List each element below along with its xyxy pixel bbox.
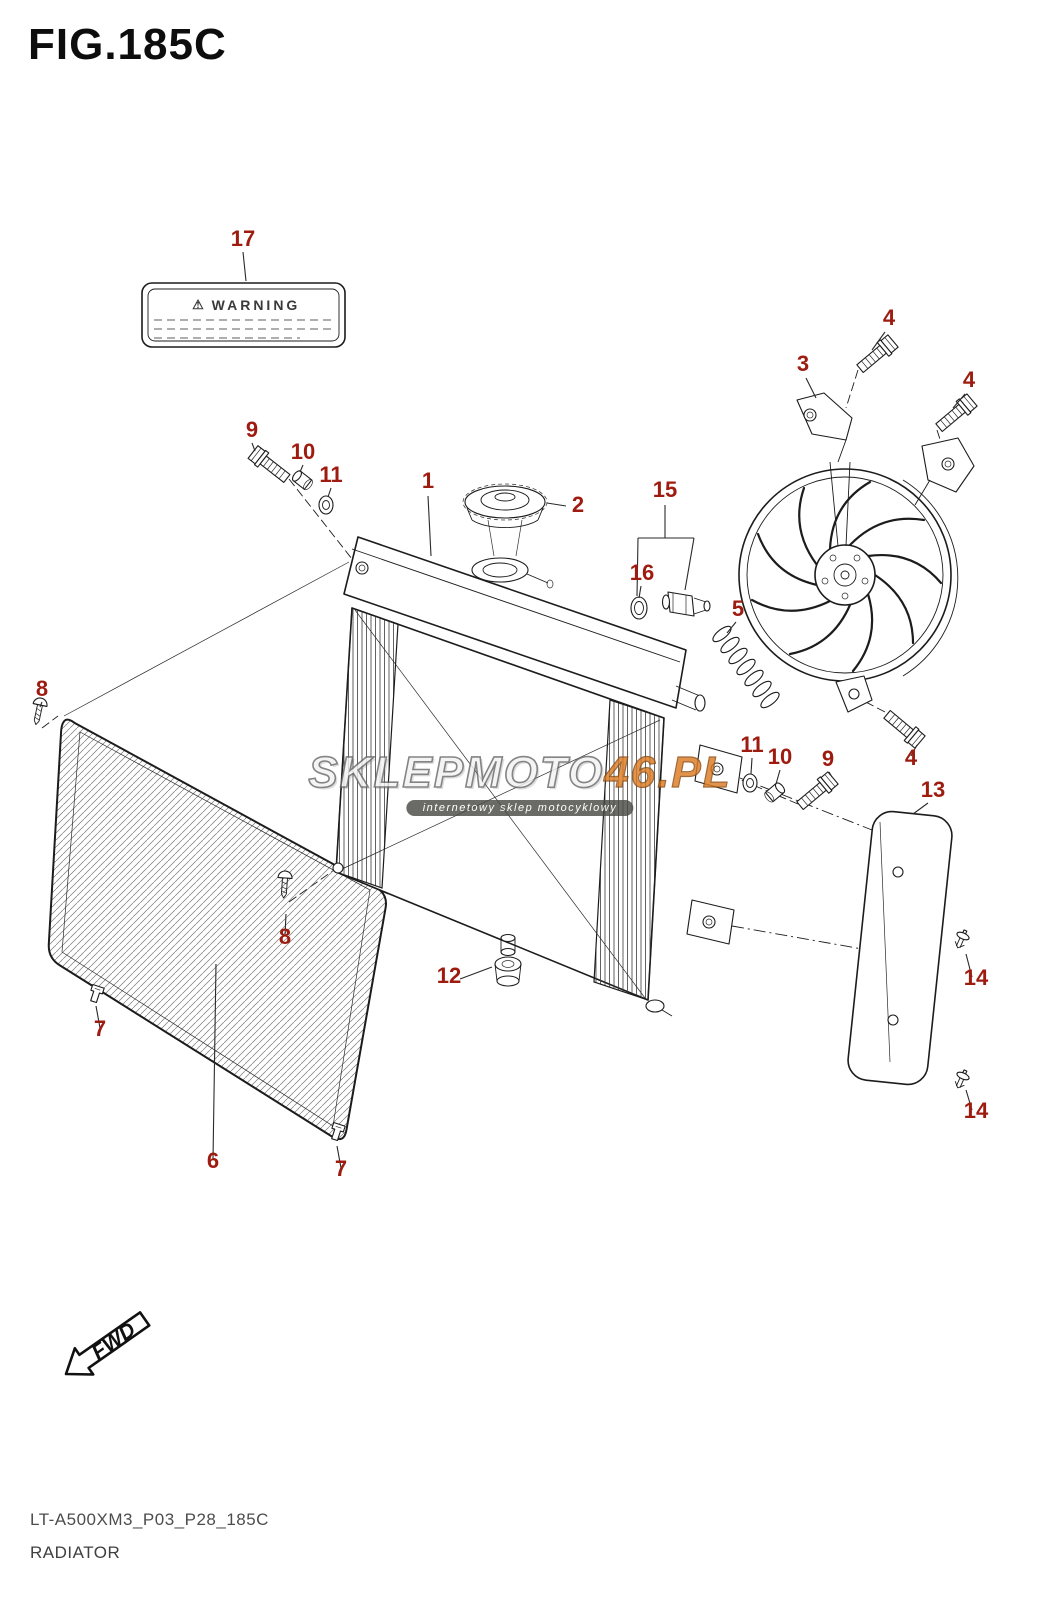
- part-label-8-1: 8: [36, 676, 48, 701]
- bolt-4-bottom: [880, 706, 927, 750]
- part-label-10-2: 10: [768, 744, 792, 769]
- rivet-14-bottom: [951, 1067, 972, 1092]
- part-label-13: 13: [921, 777, 945, 802]
- part-label-17: 17: [231, 226, 255, 251]
- thermo-fitting: [661, 591, 711, 617]
- fan-blades: [750, 480, 943, 673]
- drain-grommet: [494, 956, 522, 987]
- spacer-10-right: [762, 780, 787, 805]
- part-label-15: 15: [653, 477, 677, 502]
- spring: [712, 625, 780, 709]
- outlet-pipe: [645, 999, 673, 1017]
- part-label-3: 3: [797, 351, 809, 376]
- figure-title: FIG.185C: [28, 20, 227, 69]
- part-label-5: 5: [732, 596, 744, 621]
- filler-neck: [471, 519, 554, 589]
- part-number-labels: 17 9 10 11 1 2 15 16 3 4 4 5 8 11 10 9 4…: [36, 226, 989, 1181]
- fwd-arrow: FWD: [64, 1311, 151, 1376]
- part-label-10-1: 10: [291, 439, 315, 464]
- bolt-4-top-2: [932, 392, 979, 436]
- part-label-11-1: 11: [319, 462, 342, 487]
- fan-bracket-right: [914, 437, 975, 506]
- bolt-9-left: [246, 444, 293, 487]
- bolt-9-right: [793, 770, 840, 814]
- part-label-11-2: 11: [740, 732, 763, 757]
- warning-triangle-icon: ⚠: [192, 297, 204, 312]
- grommet-11-left: [318, 495, 334, 515]
- radiator-lower-tab: [686, 899, 735, 945]
- part-label-8-2: 8: [279, 924, 291, 949]
- part-label-16: 16: [630, 560, 654, 585]
- part-label-4-3: 4: [905, 745, 918, 770]
- fan-hub: [814, 544, 876, 606]
- part-label-4-2: 4: [963, 367, 976, 392]
- radiator-drawing: [332, 483, 743, 1017]
- radiator-cap: [462, 483, 548, 529]
- fan-bracket-top: [796, 392, 853, 547]
- o-ring: [630, 596, 648, 620]
- cooling-fan: [738, 392, 975, 713]
- warning-text: WARNING: [212, 297, 301, 313]
- shield-plate: [847, 810, 953, 1086]
- bolt-4-top-1: [853, 333, 900, 377]
- clip-7-left: [87, 983, 105, 1005]
- drain-boss: [500, 933, 516, 957]
- leader-lines: [39, 251, 973, 1169]
- part-label-7-2: 7: [335, 1156, 347, 1181]
- part-label-1: 1: [422, 468, 434, 493]
- part-label-9-2: 9: [822, 746, 834, 771]
- grommet-11-right: [742, 773, 758, 793]
- radiator-tank: [343, 536, 687, 709]
- part-label-6: 6: [207, 1148, 219, 1173]
- inlet-pipe: [671, 685, 706, 712]
- part-label-9-1: 9: [246, 417, 258, 442]
- part-label-14-2: 14: [964, 1098, 989, 1123]
- part-label-7-1: 7: [94, 1016, 106, 1041]
- footer-figure-name: RADIATOR: [30, 1543, 121, 1562]
- fan-mount-lower: [835, 675, 873, 713]
- part-label-12: 12: [437, 963, 461, 988]
- part-label-14-1: 14: [964, 965, 989, 990]
- screw-8-left: [28, 696, 49, 727]
- screen-guard: [47, 718, 387, 1141]
- radiator-upper-tab: [694, 744, 743, 794]
- spacer-10-left: [290, 468, 315, 492]
- part-label-2: 2: [572, 492, 584, 517]
- part-label-4-1: 4: [883, 305, 896, 330]
- warning-label: ⚠ WARNING: [141, 282, 346, 348]
- rivet-14-top: [951, 927, 972, 952]
- lower-left-boss: [332, 862, 344, 874]
- footer-part-code: LT-A500XM3_P03_P28_185C: [30, 1510, 269, 1529]
